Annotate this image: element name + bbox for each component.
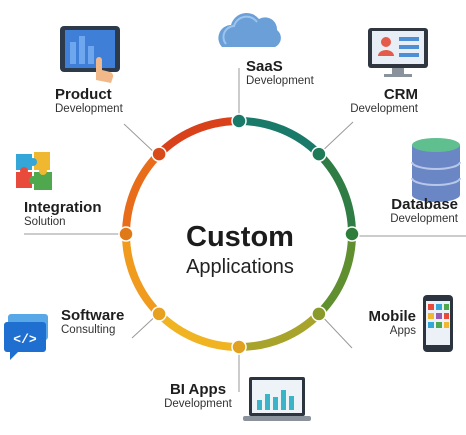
label-integration-subtitle: Solution bbox=[24, 216, 66, 229]
ring-segment bbox=[156, 311, 240, 351]
node-dot-integration bbox=[118, 226, 134, 242]
ring-segment bbox=[122, 151, 162, 235]
ring-segment bbox=[122, 233, 162, 317]
label-crm: CRM Development bbox=[344, 86, 418, 116]
analytics-laptop-icon bbox=[243, 377, 311, 421]
ring-segment bbox=[238, 311, 322, 351]
label-bi-title: BI Apps bbox=[169, 381, 227, 398]
label-database: Database Development bbox=[376, 196, 458, 226]
label-database-subtitle: Development bbox=[390, 213, 458, 226]
svg-text:</>: </> bbox=[13, 332, 37, 347]
node-dot-database bbox=[344, 226, 360, 242]
center-title-main: Custom bbox=[186, 221, 294, 253]
label-database-title: Database bbox=[391, 196, 458, 213]
puzzle-icon bbox=[16, 152, 52, 190]
label-mobile-subtitle: Apps bbox=[389, 325, 416, 338]
center-title: Custom Applications bbox=[150, 221, 330, 280]
ring-nodes bbox=[118, 113, 360, 355]
label-integration: Integration Solution bbox=[24, 199, 102, 229]
label-saas-subtitle: Development bbox=[246, 75, 314, 88]
node-dot-product bbox=[151, 146, 167, 162]
code-chat-icon: </> bbox=[4, 314, 48, 360]
label-product-subtitle: Development bbox=[55, 103, 123, 116]
node-dot-crm bbox=[311, 146, 327, 162]
label-crm-subtitle: Development bbox=[350, 103, 418, 116]
cloud-icon bbox=[218, 12, 281, 48]
label-crm-title: CRM bbox=[383, 86, 418, 103]
label-integration-title: Integration bbox=[24, 199, 102, 216]
node-dot-mobile bbox=[311, 306, 327, 322]
node-dot-saas bbox=[231, 113, 247, 129]
label-mobile-title: Mobile bbox=[368, 308, 417, 325]
label-saas-title: SaaS bbox=[246, 58, 283, 75]
label-software-title: Software bbox=[61, 307, 125, 324]
label-mobile: Mobile Apps bbox=[356, 308, 417, 338]
database-icon bbox=[411, 138, 461, 202]
label-bi-subtitle: Development bbox=[164, 398, 232, 411]
ring-segment bbox=[316, 233, 356, 317]
center-subtitle: Applications bbox=[186, 255, 294, 278]
label-saas: SaaS Development bbox=[246, 58, 314, 88]
label-bi: BI Apps Development bbox=[162, 381, 234, 411]
label-software-subtitle: Consulting bbox=[61, 324, 116, 337]
label-product: Product Development bbox=[55, 86, 123, 116]
label-product-title: Product bbox=[55, 86, 112, 103]
crm-monitor-icon bbox=[368, 28, 428, 77]
tablet-touch-icon bbox=[60, 26, 120, 83]
node-dot-software bbox=[151, 306, 167, 322]
ring bbox=[122, 117, 356, 351]
ring-segment bbox=[316, 151, 356, 235]
label-software: Software Consulting bbox=[61, 307, 124, 337]
ring-segment bbox=[156, 117, 240, 157]
ring-segment bbox=[238, 117, 322, 157]
mobile-phone-icon bbox=[423, 295, 453, 352]
node-dot-bi bbox=[231, 339, 247, 355]
